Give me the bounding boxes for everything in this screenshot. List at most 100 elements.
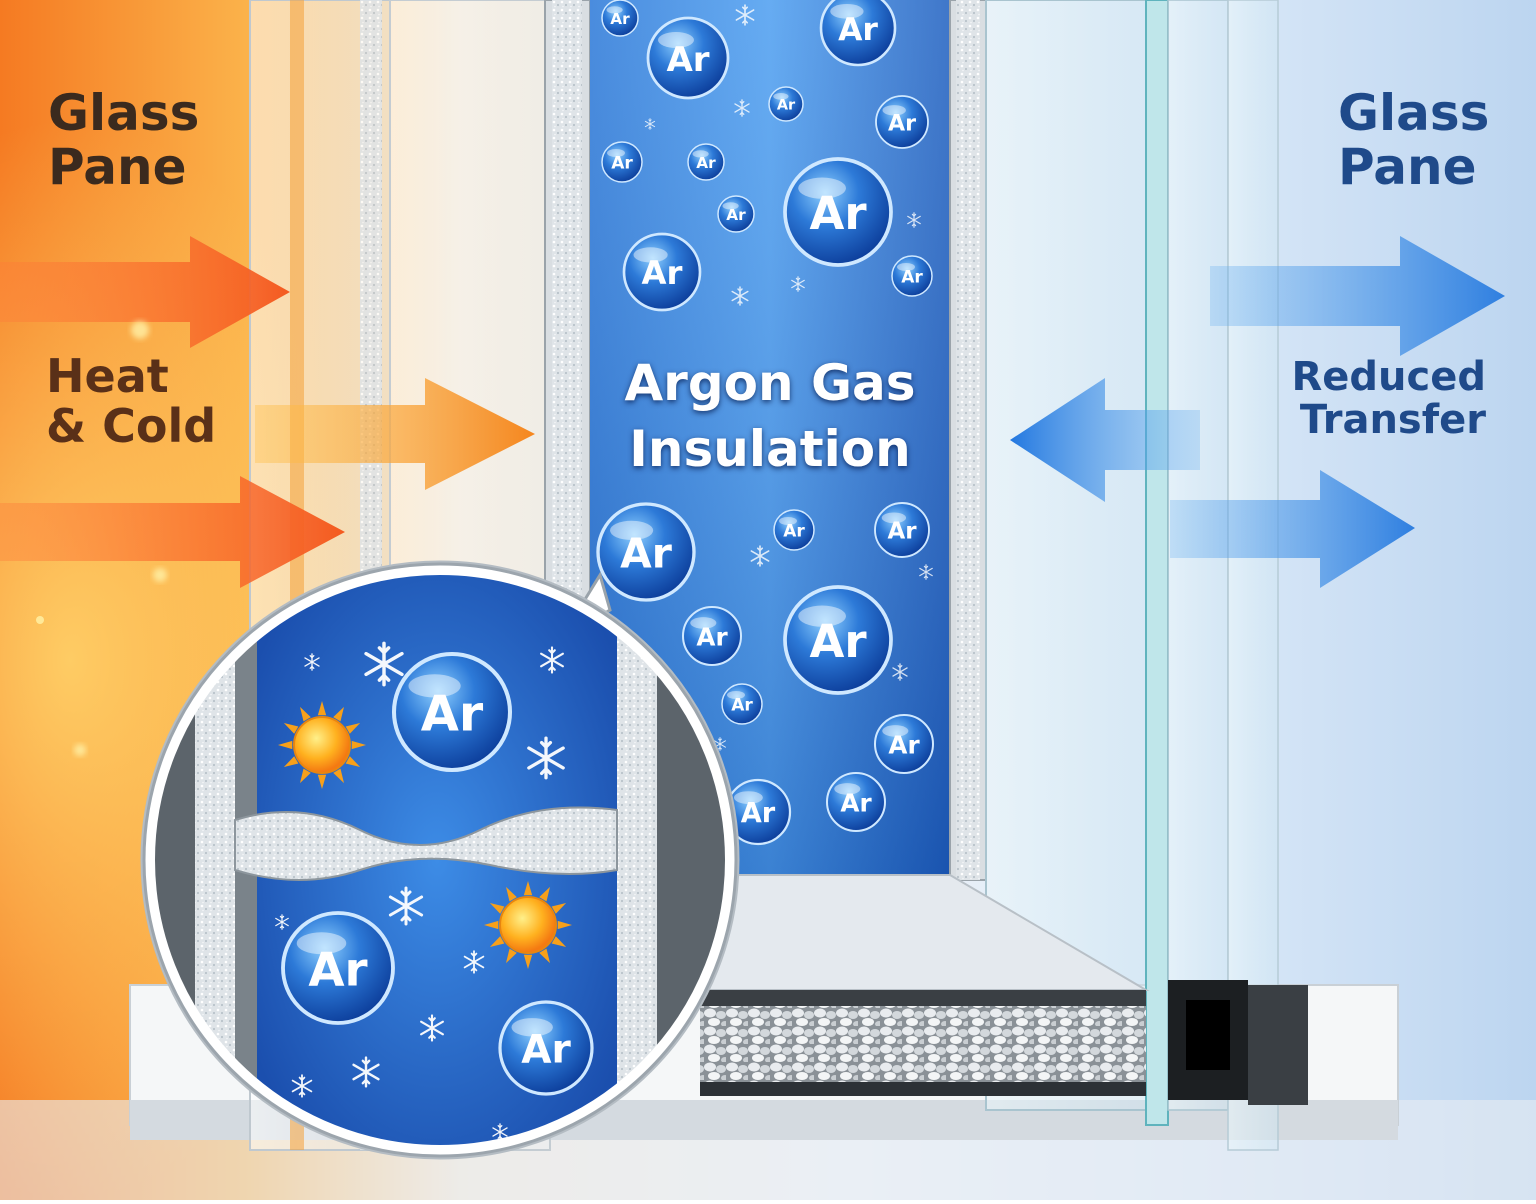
sun-ray (351, 740, 366, 750)
reduced-line1: Reduced (1291, 354, 1486, 400)
left-pane-line2: Pane (48, 138, 187, 196)
argon-molecule: Ar (717, 195, 755, 233)
argon-molecule: Ar (783, 157, 893, 267)
reduced-line2: Transfer (1299, 397, 1486, 444)
argon-molecule: Ar (724, 778, 792, 846)
argon-molecule: Ar (596, 502, 696, 602)
sun-ray (551, 936, 567, 947)
arrow-left-icon (1010, 378, 1200, 502)
warm-sparkles (36, 321, 214, 756)
molecule-label: Ar (888, 730, 920, 759)
argon-molecule: Ar (891, 255, 933, 297)
molecule-label: Ar (666, 40, 709, 80)
sun-ray (283, 723, 299, 734)
sun-ray (317, 774, 327, 789)
argon-molecule: Ar (622, 232, 702, 312)
argon-molecule: Ar (768, 86, 804, 122)
arrow-right-icon (1170, 470, 1415, 588)
argon-molecule: Ar (391, 651, 513, 773)
molecule-label: Ar (696, 622, 728, 651)
molecule-label: Ar (741, 798, 776, 829)
sun-ray (333, 706, 344, 722)
molecule-label: Ar (809, 615, 867, 668)
sun-ray (317, 701, 327, 716)
molecule-label: Ar (521, 1028, 571, 1073)
molecule-label: Ar (840, 788, 872, 817)
sun-ray (539, 886, 550, 902)
left-pane-line1: Glass (48, 84, 200, 142)
molecule-label: Ar (887, 519, 917, 545)
sun-ray (345, 756, 361, 767)
arrow-right-icon (255, 378, 535, 490)
argon-molecule: Ar (825, 771, 887, 833)
molecule-label: Ar (610, 10, 630, 28)
sun-ray (557, 920, 572, 930)
molecule-label: Ar (726, 206, 746, 224)
sun-ray (506, 886, 517, 902)
arrow-right-icon (1210, 236, 1505, 356)
arrow-right-icon (0, 476, 345, 588)
sun-ray (539, 948, 550, 964)
magnifier-detail (140, 560, 740, 1160)
left-glass-pane-label: Glass Pane (48, 86, 199, 194)
molecule-label: Ar (611, 153, 633, 173)
arrow-right-icon (0, 236, 290, 348)
molecule-label: Ar (888, 110, 916, 136)
sun-ray (345, 723, 361, 734)
argon-molecule: Ar (601, 0, 639, 37)
argon-molecule: Ar (681, 605, 743, 667)
heat-line1: Heat (46, 349, 169, 403)
argon-molecule: Ar (819, 0, 897, 67)
argon-molecule: Ar (874, 502, 930, 558)
sun-ray (484, 920, 499, 930)
sun-ray (333, 768, 344, 784)
argon-molecule: Ar (873, 713, 935, 775)
heat-arrows (0, 236, 535, 588)
sun-ray (489, 936, 505, 947)
argon-molecule: Ar (687, 143, 725, 181)
sun-ray (489, 903, 505, 914)
molecule-label: Ar (731, 695, 753, 715)
argon-molecule: Ar (721, 683, 763, 725)
heat-cold-label: Heat & Cold (46, 349, 217, 453)
sun-ray (551, 903, 567, 914)
sun-ray (278, 740, 293, 750)
argon-molecule: Ar (646, 16, 730, 100)
molecule-label: Ar (809, 187, 867, 240)
sun-ray (300, 706, 311, 722)
molecule-label: Ar (838, 12, 878, 48)
sun-icon (278, 701, 366, 789)
reduced-transfer-label: Reduced Transfer (1290, 354, 1486, 444)
right-pane-line2: Pane (1338, 138, 1477, 196)
molecule-label: Ar (620, 529, 672, 577)
right-glass-pane (949, 0, 1279, 1151)
argon-gas-insulation-title: Argon Gas Insulation (560, 350, 980, 482)
center-line2: Insulation (629, 420, 911, 478)
molecule-label: Ar (696, 154, 716, 172)
sun-ray (300, 768, 311, 784)
molecule-label: Ar (421, 685, 484, 743)
argon-molecule: Ar (281, 911, 395, 1025)
molecule-label: Ar (642, 254, 683, 292)
argon-molecule: Ar (773, 509, 815, 551)
center-line1: Argon Gas (624, 354, 916, 412)
argon-molecule: Ar (601, 141, 643, 183)
molecule-label: Ar (308, 944, 367, 998)
right-glass-pane-label: Glass Pane (1338, 86, 1489, 194)
sun-ray (506, 948, 517, 964)
sun-ray (523, 881, 533, 896)
molecule-label: Ar (901, 267, 923, 287)
argon-molecule: Ar (498, 1000, 594, 1096)
sun-icon (484, 881, 572, 969)
right-pane-line1: Glass (1338, 84, 1490, 142)
molecule-label: Ar (783, 521, 805, 541)
heat-line2: & Cold (46, 398, 217, 453)
argon-molecule: Ar (875, 95, 929, 149)
molecule-label: Ar (777, 97, 796, 113)
sun-ray (523, 954, 533, 969)
sun-ray (283, 756, 299, 767)
